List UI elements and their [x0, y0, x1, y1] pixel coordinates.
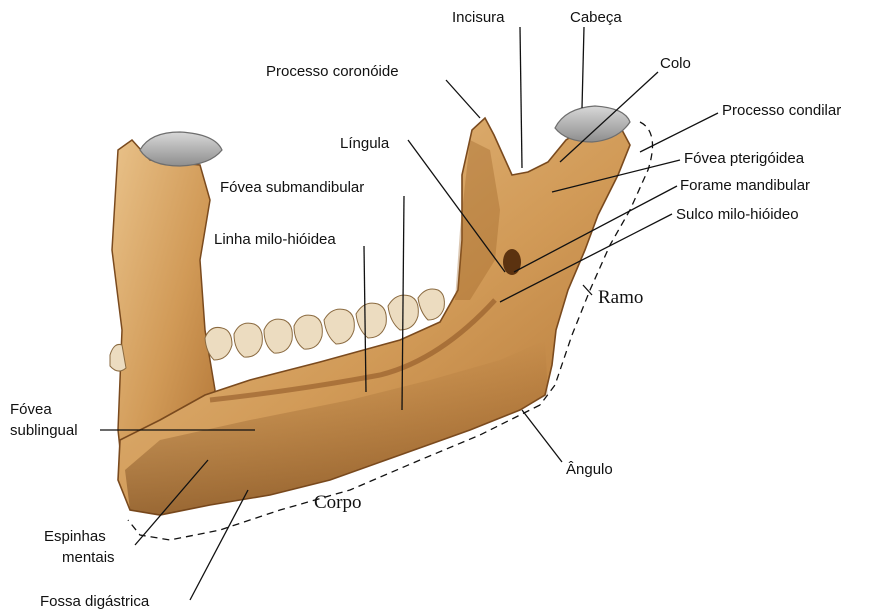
label-lingula: Língula: [340, 135, 390, 152]
label-fovea-sublingual-line2: sublingual: [10, 422, 78, 439]
mandible-illustration: [110, 106, 630, 515]
label-forame-mandibular: Forame mandibular: [680, 177, 810, 194]
label-processo-coronoide: Processo coronóide: [266, 63, 399, 80]
label-fovea-sublingual-line1: Fóvea: [10, 401, 52, 418]
label-espinhas-mentais-line2: mentais: [62, 549, 115, 566]
label-processo-condilar: Processo condilar: [722, 102, 841, 119]
label-ramo: Ramo: [598, 287, 643, 308]
label-espinhas-mentais-line1: Espinhas: [44, 528, 106, 545]
label-sulco-milo-hioideo: Sulco milo-hióideo: [676, 206, 799, 223]
label-fovea-submandibular: Fóvea submandibular: [220, 179, 364, 196]
label-linha-milo-hioidea: Linha milo-hióidea: [214, 231, 336, 248]
label-colo: Colo: [660, 55, 691, 72]
label-corpo: Corpo: [314, 492, 362, 513]
label-fovea-pterigoidea: Fóvea pterigóidea: [684, 150, 805, 167]
label-incisura: Incisura: [452, 9, 505, 26]
label-cabeca: Cabeça: [570, 9, 622, 26]
label-angulo: Ângulo: [566, 461, 613, 478]
label-fossa-digastrica: Fossa digástrica: [40, 593, 150, 610]
mandibular-foramen: [503, 249, 521, 275]
left-condyle-cap: [140, 132, 222, 166]
